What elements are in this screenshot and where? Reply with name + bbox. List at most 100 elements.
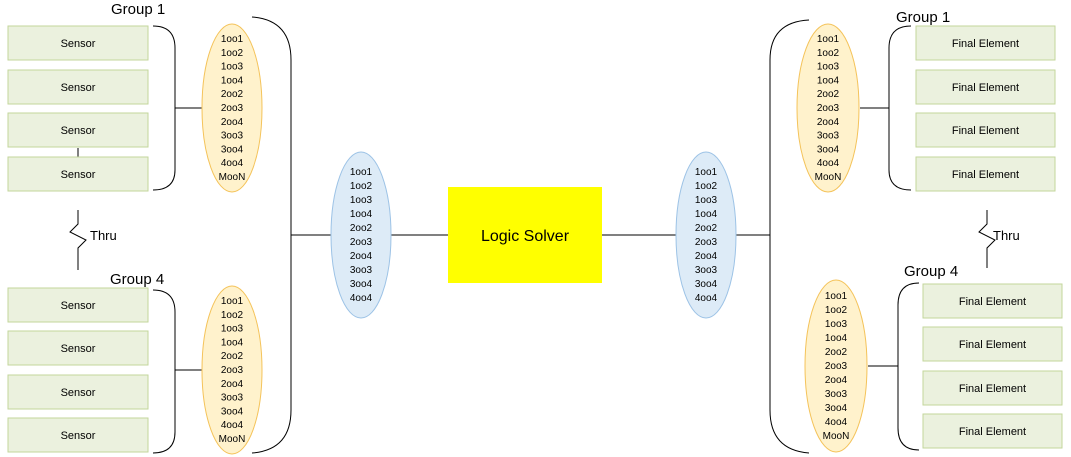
voting-option: 2oo2 [350, 223, 373, 234]
sensor-box-label: Sensor [61, 82, 96, 94]
voting-option: 2oo3 [221, 103, 244, 114]
voting-option: 3oo3 [221, 393, 244, 404]
voting-option: 2oo4 [221, 379, 244, 390]
right-combined-ellipse-shape [675, 151, 737, 319]
final-element-box: Final Element [915, 25, 1056, 61]
voting-option: 4oo4 [221, 420, 244, 431]
right-bottom-voting-ellipse: 1oo11oo21oo31oo42oo22oo32oo43oo33oo44oo4… [804, 279, 868, 453]
sensor-box-rect [7, 69, 149, 105]
right-top-bracket [888, 25, 912, 191]
sensor-box: Sensor [7, 287, 149, 323]
sensor-box-rect [7, 374, 149, 410]
sensor-box-label: Sensor [61, 38, 96, 50]
sensor-box-label: Sensor [61, 430, 96, 442]
voting-option: 1oo4 [221, 75, 244, 86]
voting-option: 1oo1 [221, 296, 244, 307]
sensor-box-rect [7, 330, 149, 366]
left-top-ellipse-shape [201, 23, 263, 193]
sensor-box-rect [7, 156, 149, 192]
sensor-box: Sensor [7, 112, 149, 148]
voting-option: 2oo3 [695, 237, 718, 248]
final-element-box-rect [915, 112, 1056, 148]
final-element-box-label: Final Element [959, 339, 1026, 351]
voting-option: 1oo3 [221, 324, 244, 335]
voting-option: 3oo4 [350, 279, 373, 290]
voting-option: 2oo2 [817, 89, 840, 100]
voting-option: 4oo4 [221, 158, 244, 169]
voting-option: MooN [219, 172, 246, 183]
voting-option: 2oo3 [825, 361, 848, 372]
right-thru-squiggle [978, 210, 996, 268]
final-element-box-label: Final Element [952, 169, 1019, 181]
voting-option: MooN [219, 434, 246, 445]
final-element-box: Final Element [922, 413, 1063, 449]
voting-option: 3oo4 [221, 406, 244, 417]
voting-option: 2oo2 [825, 347, 848, 358]
voting-option: 2oo3 [817, 103, 840, 114]
sensor-box-label: Sensor [61, 169, 96, 181]
sensor-box-rect [7, 417, 149, 453]
sensor-box: Sensor [7, 330, 149, 366]
voting-option: MooN [823, 431, 850, 442]
voting-option: 3oo3 [817, 131, 840, 142]
final-element-box-rect [915, 156, 1056, 192]
sensor-box-rect [7, 287, 149, 323]
final-element-box-rect [915, 25, 1056, 61]
voting-option: 2oo4 [825, 375, 848, 386]
voting-option: 4oo4 [817, 158, 840, 169]
voting-option: 1oo2 [695, 181, 718, 192]
right-bottom-ellipse-shape [804, 279, 868, 453]
voting-option: 2oo3 [350, 237, 373, 248]
voting-option: 2oo3 [221, 365, 244, 376]
left-thru-squiggle [69, 210, 87, 270]
voting-option: 1oo1 [825, 291, 848, 302]
voting-option: 1oo3 [817, 62, 840, 73]
left-top-bracket [152, 25, 176, 191]
left-top-voting-ellipse: 1oo11oo21oo31oo42oo22oo32oo43oo33oo44oo4… [201, 23, 263, 193]
final-element-box-rect [922, 413, 1063, 449]
voting-option: 1oo2 [221, 48, 244, 59]
voting-option: 1oo4 [817, 75, 840, 86]
voting-option: 3oo3 [825, 389, 848, 400]
left-combined-ellipse-shape [330, 151, 392, 319]
left-bottom-ellipse-shape [201, 285, 263, 455]
final-element-box-rect [922, 370, 1063, 406]
voting-option: 4oo4 [825, 417, 848, 428]
right-top-voting-ellipse: 1oo11oo21oo31oo42oo22oo32oo43oo33oo44oo4… [796, 23, 860, 193]
sensor-box: Sensor [7, 374, 149, 410]
voting-option: 2oo2 [221, 89, 244, 100]
voting-option: 1oo3 [695, 195, 718, 206]
voting-option: 1oo1 [817, 34, 840, 45]
voting-option: 1oo1 [695, 167, 718, 178]
right-top-group-label: Group 1 [896, 9, 950, 26]
voting-option: 1oo3 [221, 62, 244, 73]
right-combined-bracket [769, 19, 810, 454]
final-element-box: Final Element [922, 283, 1063, 319]
voting-option: 4oo4 [350, 293, 373, 304]
final-element-box: Final Element [922, 370, 1063, 406]
voting-option: 4oo4 [695, 293, 718, 304]
voting-option: 1oo2 [221, 310, 244, 321]
left-bottom-group-label: Group 4 [110, 271, 164, 288]
sensor-box: Sensor [7, 69, 149, 105]
final-element-box: Final Element [922, 326, 1063, 362]
voting-option: 2oo4 [695, 251, 718, 262]
voting-option: 1oo2 [817, 48, 840, 59]
final-element-box-rect [922, 283, 1063, 319]
final-element-box: Final Element [915, 112, 1056, 148]
left-thru-label: Thru [90, 228, 117, 243]
voting-option: 3oo4 [695, 279, 718, 290]
voting-option: 2oo2 [695, 223, 718, 234]
left-bottom-bracket [152, 289, 176, 454]
right-bottom-bracket [897, 282, 920, 451]
voting-option: 1oo4 [695, 209, 718, 220]
sensor-box-label: Sensor [61, 300, 96, 312]
sensor-box-rect [7, 112, 149, 148]
voting-option: 1oo4 [825, 333, 848, 344]
final-element-box-rect [922, 326, 1063, 362]
final-element-box-rect [915, 69, 1056, 105]
voting-option: 1oo3 [350, 195, 373, 206]
final-element-box-label: Final Element [959, 383, 1026, 395]
